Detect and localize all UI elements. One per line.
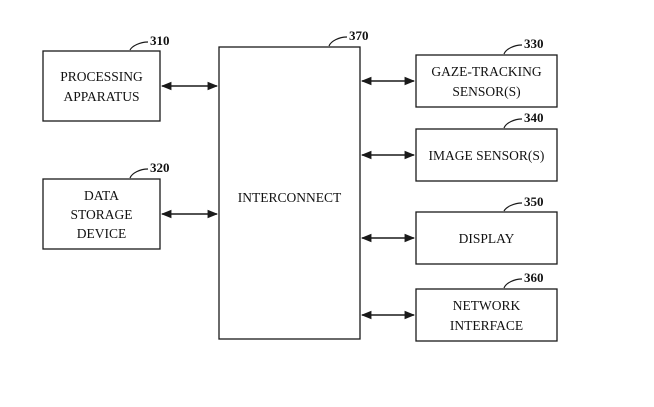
block-storage: DATA STORAGE DEVICE 320: [42, 160, 170, 250]
block-interconnect-ref-number: 370: [349, 28, 369, 43]
block-display-box: [415, 211, 558, 265]
block-storage-label-line: STORAGE: [70, 207, 132, 222]
block-display-ref-number: 350: [524, 194, 544, 209]
block-processing-ref-leader: [129, 41, 149, 51]
block-network-label-line: NETWORK: [453, 298, 521, 313]
block-processing-ref-number: 310: [150, 33, 170, 48]
block-image-box: [415, 128, 558, 182]
block-display: DISPLAY 350: [415, 194, 558, 265]
block-storage-ref-leader: [129, 168, 149, 179]
block-processing-label-line: PROCESSING: [60, 69, 143, 84]
block-gaze-ref-number: 330: [524, 36, 544, 51]
block-interconnect: INTERCONNECT 370: [218, 28, 369, 340]
block-network: NETWORK INTERFACE 360: [415, 270, 558, 342]
block-network-box: [415, 288, 558, 342]
block-storage-box: [42, 178, 161, 250]
connectors: [160, 76, 416, 320]
block-storage-ref-number: 320: [150, 160, 170, 175]
block-image-ref-number: 340: [524, 110, 544, 125]
block-gaze-box: [415, 54, 558, 108]
block-storage-label-line: DATA: [84, 188, 119, 203]
block-gaze: GAZE-TRACKING SENSOR(S) 330: [415, 36, 558, 108]
block-processing-box: [42, 50, 161, 122]
block-display-label-line: DISPLAY: [459, 231, 515, 246]
block-gaze-label-line: SENSOR(S): [452, 84, 520, 99]
block-display-ref-leader: [503, 202, 523, 212]
block-network-ref-leader: [503, 278, 523, 289]
block-network-ref-number: 360: [524, 270, 544, 285]
block-gaze-label-line: GAZE-TRACKING: [431, 64, 541, 79]
block-image: IMAGE SENSOR(S) 340: [415, 110, 558, 182]
block-image-label-line: IMAGE SENSOR(S): [429, 148, 545, 163]
block-interconnect-label-line: INTERCONNECT: [238, 190, 342, 205]
block-interconnect-box: [218, 46, 361, 340]
block-network-label-line: INTERFACE: [450, 318, 523, 333]
block-processing-label-line: APPARATUS: [63, 89, 139, 104]
block-gaze-ref-leader: [503, 44, 523, 55]
block-storage-label-line: DEVICE: [77, 226, 127, 241]
block-interconnect-ref-leader: [328, 36, 348, 47]
block-processing: PROCESSING APPARATUS 310: [42, 33, 170, 122]
block-image-ref-leader: [503, 118, 523, 129]
